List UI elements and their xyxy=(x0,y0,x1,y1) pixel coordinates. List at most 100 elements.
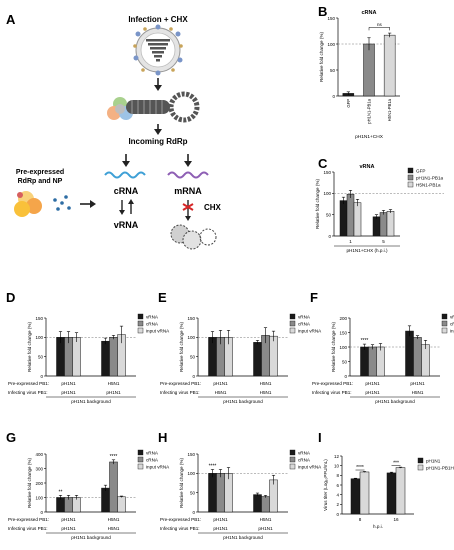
chart-d-legend-label: vRNA xyxy=(146,314,159,319)
chart-g-y-tick-label: 400 xyxy=(35,452,43,457)
chart-c-category-label: 1 xyxy=(349,239,352,244)
chart-g-significance-stars: **** xyxy=(110,454,118,460)
chart-h-infecting-value: pH1N1 xyxy=(213,526,228,531)
chart-c-y-tick-label: 100 xyxy=(323,191,331,196)
chart-b-y-axis-label: Relative fold change (%) xyxy=(319,32,324,83)
chart-f-bar xyxy=(421,344,430,377)
chart-f-legend-label: cRNA xyxy=(450,321,454,326)
chart-c-x-axis-label: pH1N1+CHX (h.p.i.) xyxy=(347,248,388,253)
chart-e-bar xyxy=(253,342,262,377)
chart-i-significance-stars: **** xyxy=(356,465,364,471)
chart-f-y-tick-label: 0 xyxy=(344,374,347,379)
panel-letter-I: I xyxy=(318,430,322,445)
chart-g-bar xyxy=(101,487,110,513)
chart-d-y-axis-label: Relative fold change (%) xyxy=(27,322,32,373)
chart-b-ns-label: ns xyxy=(377,22,383,27)
chart-d-infecting-value: pH1N1 xyxy=(61,390,76,395)
chart-f-y-tick-label: 150 xyxy=(339,330,347,335)
chart-b-category-label: H5N1-PB1a xyxy=(387,98,392,121)
chart-d-legend-label: input vRNA xyxy=(146,328,170,333)
chart-h-legend-swatch xyxy=(289,463,296,470)
mrna-wave xyxy=(167,171,209,179)
chart-c-y-tick-label: 50 xyxy=(326,212,332,217)
panel-letter-C: C xyxy=(318,156,328,171)
chart-d-legend-swatch xyxy=(137,313,144,320)
chart-f-y-axis-label: Relative fold change (%) xyxy=(331,322,336,373)
chart-f-y-tick-label: 50 xyxy=(342,359,348,364)
chart-d-y-tick-label: 50 xyxy=(38,354,44,359)
np-dots-icon xyxy=(53,195,71,211)
chart-b-y-tick-label: 0 xyxy=(332,94,335,99)
chart-c-legend-label: pH1N1-PB1a xyxy=(416,175,444,180)
chart-f-preexpressed-row-label: Pre-expressed PB1: xyxy=(312,381,353,386)
crna-wave xyxy=(104,171,146,179)
chart-g-legend-swatch xyxy=(137,456,144,463)
chart-g-y-axis-label: Relative fold change (%) xyxy=(27,458,32,509)
virion-icon xyxy=(133,24,183,76)
chart-b-significance-bracket xyxy=(368,27,390,31)
chart-g-bar xyxy=(117,496,126,513)
chart-c-y-tick-label: 150 xyxy=(323,170,331,175)
chart-d-infecting-row-label: Infecting virus PB1: xyxy=(8,390,48,395)
chart-h-y-tick-label: 150 xyxy=(187,452,195,457)
chart-f-legend-swatch xyxy=(441,327,448,334)
chart-e-y-axis-label: Relative fold change (%) xyxy=(179,322,184,373)
chart-h-bar xyxy=(208,473,217,513)
chart-e-legend-label: cRNA xyxy=(298,321,311,326)
chart-f-legend-swatch xyxy=(441,313,448,320)
rnp-complex-icon xyxy=(107,91,200,123)
chart-d-bar xyxy=(109,337,118,377)
chart-f-legend-swatch xyxy=(441,320,448,327)
panel-letter-D: D xyxy=(6,290,15,305)
chart-c-legend-swatch xyxy=(407,181,414,188)
chart-c-bar xyxy=(339,200,348,237)
chart-g-legend-swatch xyxy=(137,449,144,456)
chart-d-legend-swatch xyxy=(137,320,144,327)
chart-h-bar xyxy=(216,473,225,513)
chart-e-legend-swatch xyxy=(289,320,296,327)
chart-c-bar xyxy=(372,216,381,237)
chart-f-legend-label: vRNA xyxy=(450,314,454,319)
chart-i-y-tick-label: 8 xyxy=(336,473,339,478)
chart-g-infecting-value: pH1N1 xyxy=(61,526,76,531)
block-icon xyxy=(182,203,194,211)
chart-c-bar xyxy=(346,193,355,237)
vrna-label: vRNA xyxy=(114,220,139,230)
preexpressed-rdrp-icon xyxy=(14,191,42,217)
chart-h-bar xyxy=(261,496,270,513)
chart-f-bar xyxy=(405,330,414,377)
chart-h-legend-label: vRNA xyxy=(298,450,311,455)
panel-letter-E: E xyxy=(158,290,167,305)
chart-h-legend-swatch xyxy=(289,449,296,456)
panel-letter-B: B xyxy=(318,4,327,19)
chart-h-infecting-row-label: Infecting virus PB1: xyxy=(160,526,200,531)
chart-i-y-tick-label: 6 xyxy=(336,483,339,488)
chart-d-y-tick-label: 100 xyxy=(35,335,43,340)
chart-g-y-tick-label: 200 xyxy=(35,481,43,486)
chart-e-y-tick-label: 150 xyxy=(187,316,195,321)
chart-b-y-tick-label: 50 xyxy=(330,68,336,73)
chart-h-y-axis-label: Relative fold change (%) xyxy=(179,458,184,509)
chart-e-legend-label: vRNA xyxy=(298,314,311,319)
chart-c-legend-swatch xyxy=(407,174,414,181)
chart-c-y-axis-label: Relative fold change (%) xyxy=(315,179,320,230)
panel-letter-G: G xyxy=(6,430,16,445)
chart-e-y-tick-label: 0 xyxy=(192,374,195,379)
crna-label: cRNA xyxy=(114,186,139,196)
chart-d-background-label: pH1N1 background xyxy=(71,399,111,404)
chart-f-y-tick-label: 100 xyxy=(339,345,347,350)
chart-h-legend-swatch xyxy=(289,456,296,463)
infection-label: Infection + CHX xyxy=(128,15,188,24)
chart-h-bar xyxy=(253,494,262,513)
chart-b-category-label: GFP xyxy=(346,99,351,108)
chart-f-infecting-value: H5N1 xyxy=(412,390,424,395)
chart-g-bar xyxy=(109,461,118,513)
